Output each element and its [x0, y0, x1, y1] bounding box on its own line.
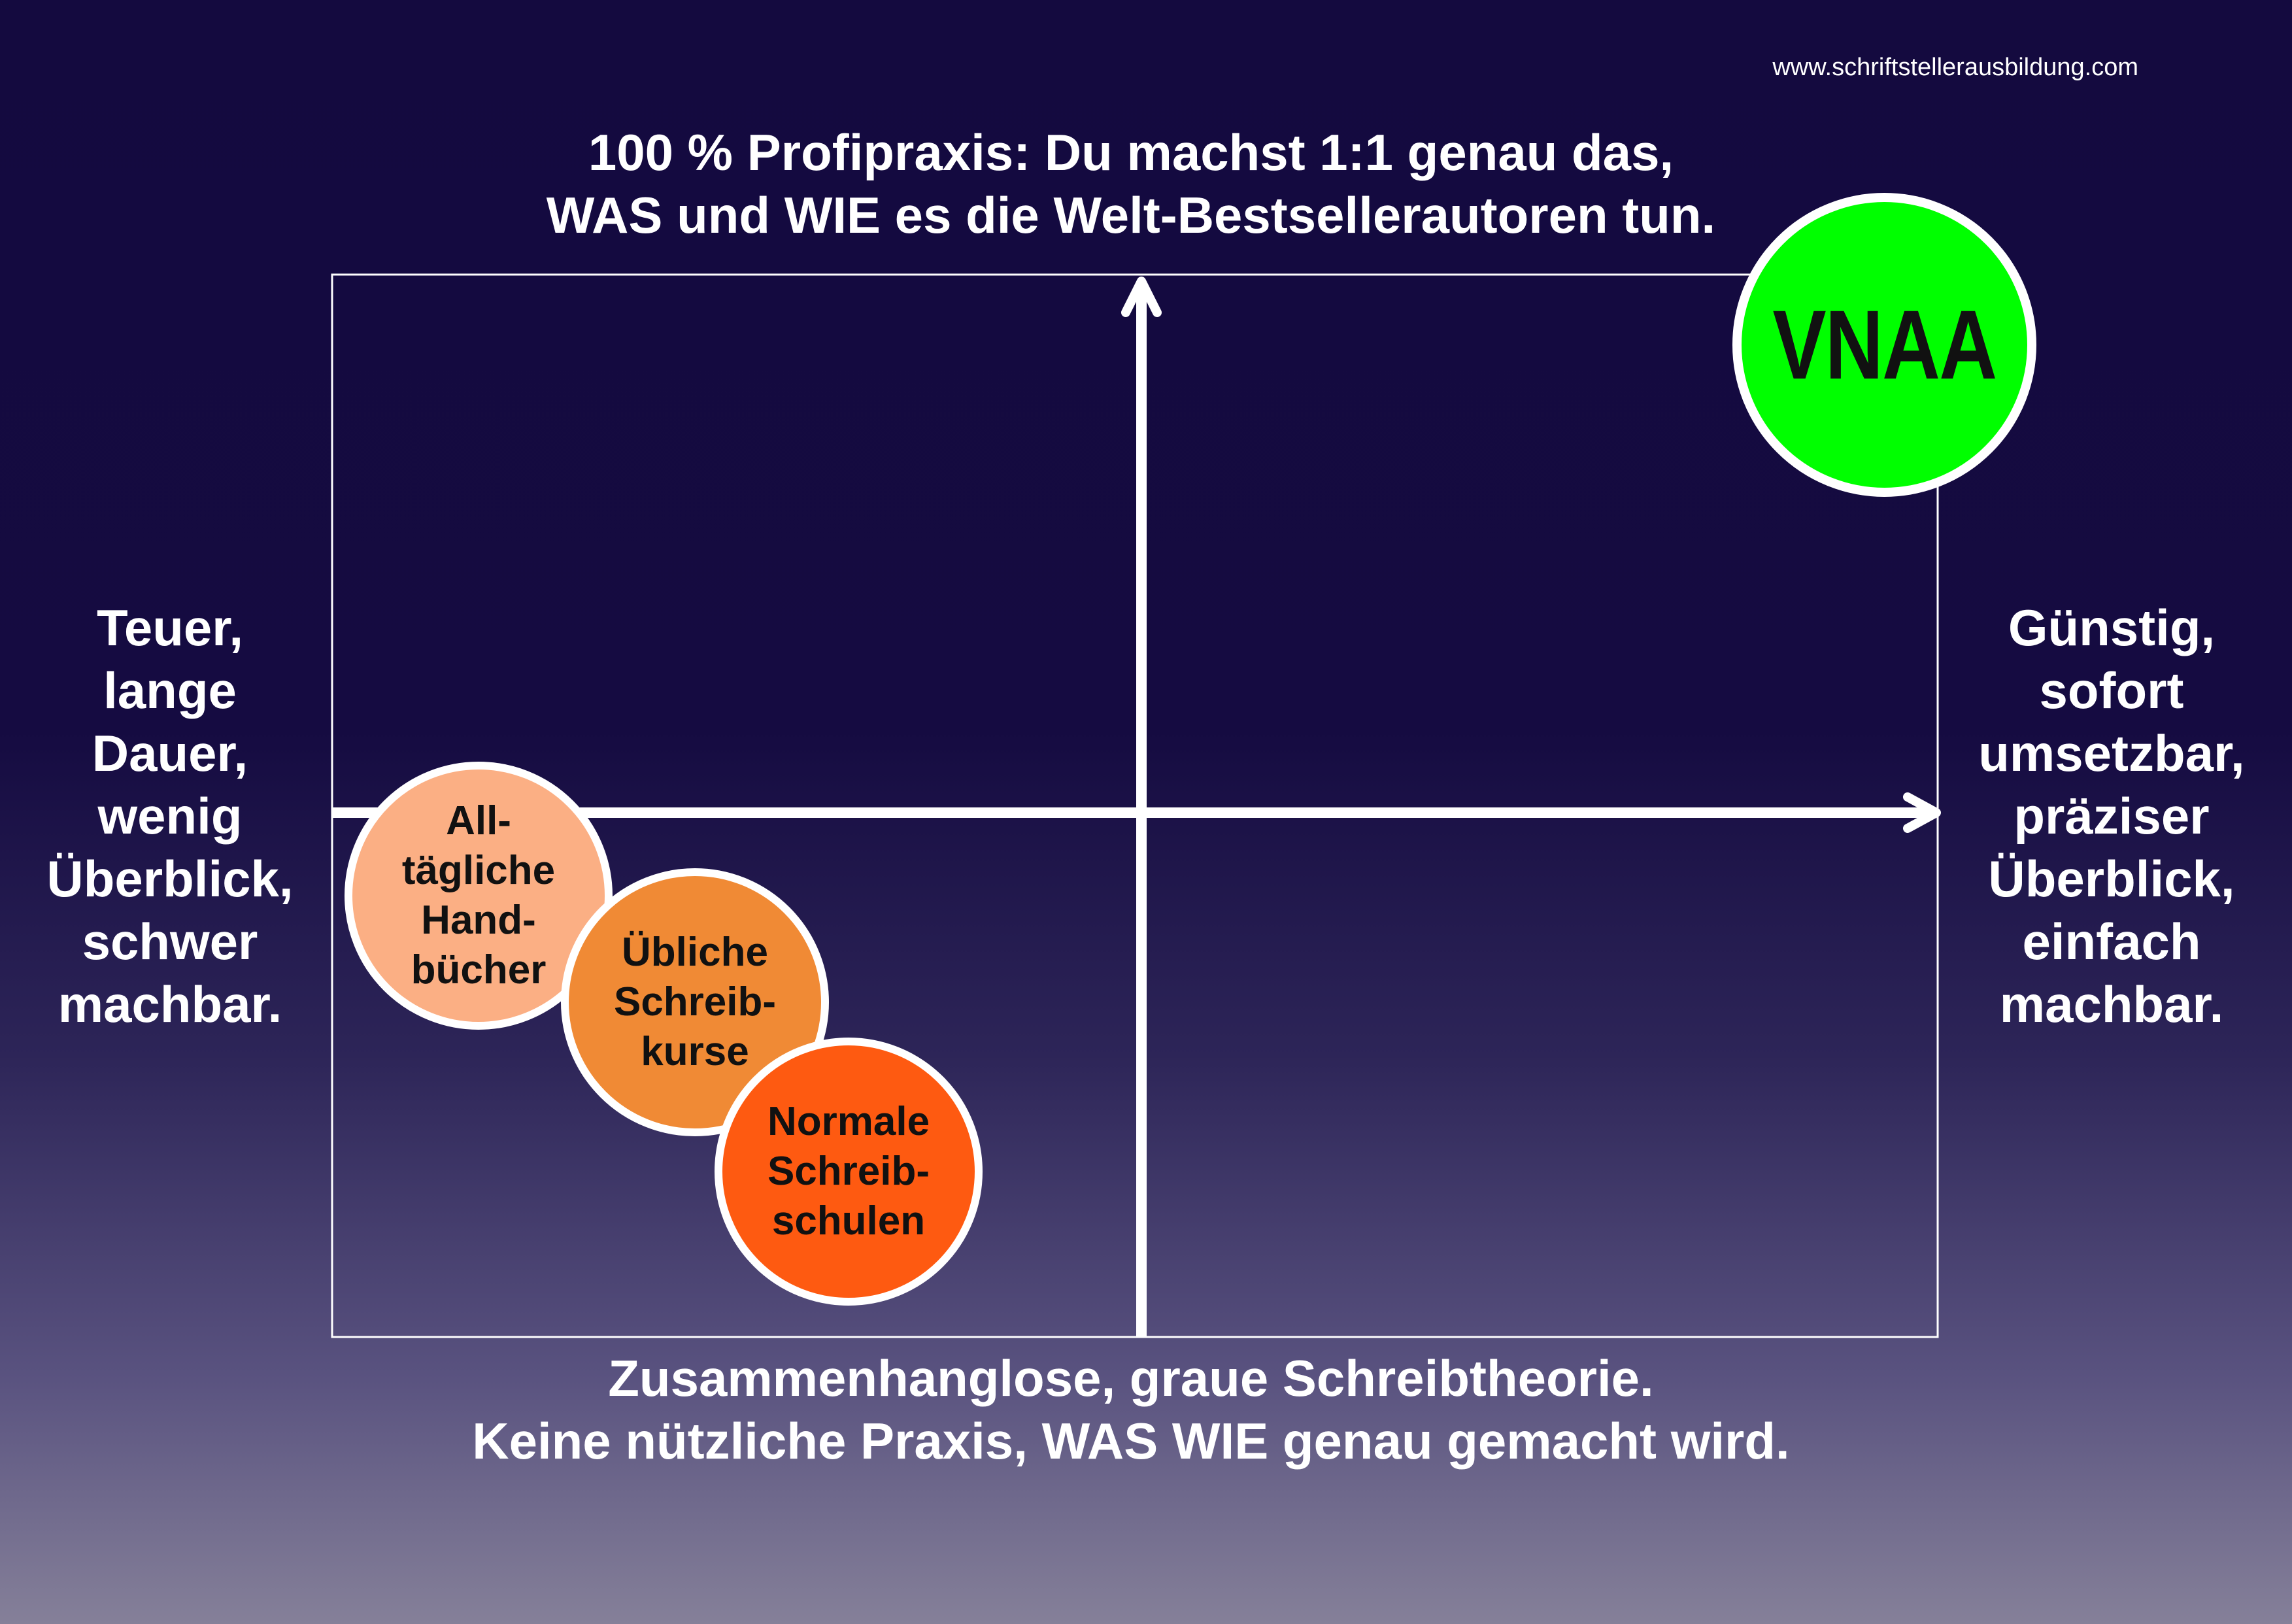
bubble-schreibschulen: Normale Schreib- schulen [715, 1038, 983, 1306]
axis-left-line: Dauer, [92, 724, 248, 782]
bubble-text: Normale [767, 1099, 930, 1144]
plot-frame [331, 273, 1939, 1338]
axis-left-line: wenig [97, 787, 243, 845]
axis-right-line: Überblick, [1988, 850, 2235, 907]
bubble-text: bücher [411, 947, 547, 992]
bubble-text: Schreib- [767, 1149, 930, 1194]
bubble-text: schulen [771, 1198, 926, 1243]
axis-right-line: machbar. [1999, 975, 2224, 1033]
axis-left-line: schwer [82, 913, 258, 970]
bubble-text: Hand- [421, 898, 536, 943]
axis-top-line: 100 % Profipraxis: Du machst 1:1 genau d… [588, 124, 1674, 181]
vnaa-highlight-circle: VNAA [1732, 193, 2036, 497]
bubble-text: Übliche [622, 930, 768, 975]
axis-right-line: präziser [2014, 787, 2210, 845]
axis-right-line: umsetzbar, [1978, 724, 2245, 782]
axis-bottom-line: Zusammenhanglose, graue Schreibtheorie. [608, 1349, 1654, 1407]
axis-left-line: machbar. [58, 975, 282, 1033]
axis-top-line: WAS und WIE es die Welt-Bestsellerautore… [546, 186, 1716, 244]
axis-left-label: Teuer, lange Dauer, wenig Überblick, sch… [13, 596, 327, 1036]
axis-bottom-label: Zusammenhanglose, graue Schreibtheorie. … [261, 1347, 2000, 1472]
axis-right-label: Günstig, sofort umsetzbar, präziser Über… [1948, 596, 2275, 1036]
axis-left-line: lange [103, 662, 237, 719]
axis-top-label: 100 % Profipraxis: Du machst 1:1 genau d… [327, 121, 1935, 246]
website-url: www.schriftstellerausbildung.com [1772, 54, 2138, 81]
vertical-axis-arrowhead [1121, 277, 1162, 317]
axis-left-line: Teuer, [97, 599, 243, 656]
bubble-text: All- [446, 798, 511, 843]
axis-right-line: sofort [2039, 662, 2184, 719]
vnaa-label: VNAA [1772, 290, 1998, 399]
bubble-text: tägliche [401, 848, 556, 893]
axis-bottom-line: Keine nützliche Praxis, WAS WIE genau ge… [472, 1412, 1790, 1470]
axis-right-line: Günstig, [2008, 599, 2216, 656]
horizontal-axis-arrowhead [1903, 792, 1941, 833]
bubble-text: kurse [641, 1029, 749, 1074]
axis-right-line: einfach [2022, 913, 2201, 970]
axis-left-line: Überblick, [46, 850, 294, 907]
bubble-text: Schreib- [613, 979, 777, 1024]
